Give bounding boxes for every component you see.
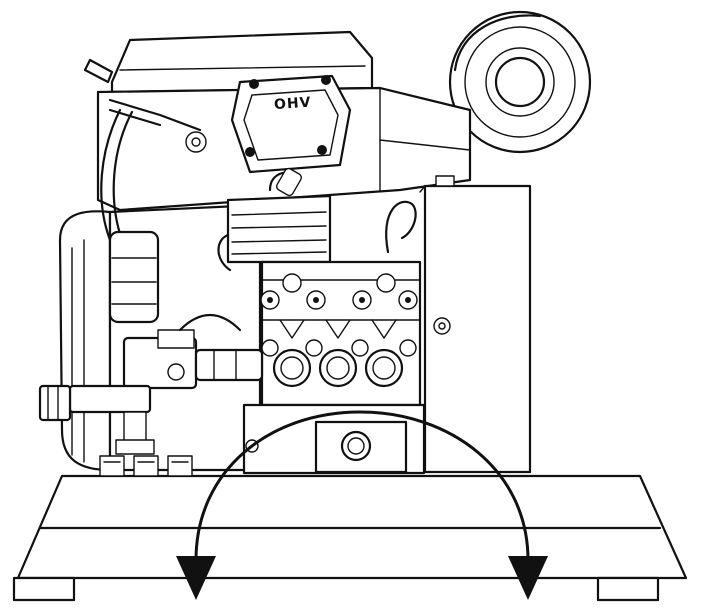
bottom-fittings [99, 455, 193, 477]
arrowhead-right [508, 556, 548, 600]
unloader-valve [38, 314, 264, 455]
arrowhead-left [176, 556, 216, 600]
base-skid [12, 474, 688, 602]
valve-cover: OHV [230, 74, 352, 197]
pump-gearbox [242, 403, 426, 475]
right-housing [385, 175, 532, 474]
rotation-arrow [176, 410, 548, 600]
air-cleaner [448, 10, 592, 154]
cylinder-fins [217, 194, 332, 272]
oil-filter [108, 230, 160, 324]
pump-head [260, 260, 422, 407]
engine-label: OHV [273, 95, 311, 114]
